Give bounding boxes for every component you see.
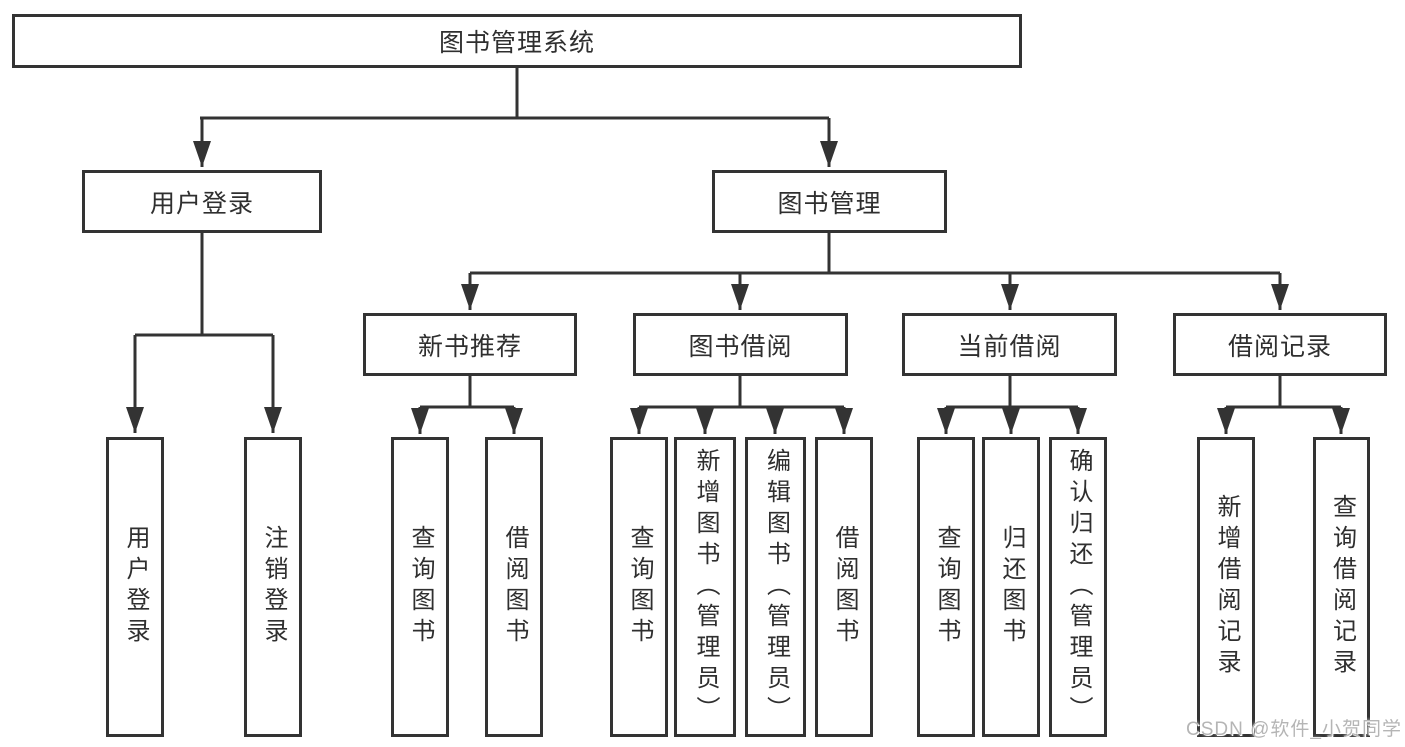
node-label: 编辑图书（管理员） xyxy=(762,447,790,727)
node-label: 图书借阅 xyxy=(688,332,793,361)
csdn-watermark: CSDN @软件_小贺同学 xyxy=(1186,719,1402,740)
node-label: 用户登录 xyxy=(122,525,149,649)
node-new-book-recommend: 新书推荐 xyxy=(363,313,577,376)
node-leaf-return-books: 归还图书 xyxy=(982,437,1040,737)
node-leaf-query-books-3: 查询图书 xyxy=(917,437,975,737)
node-leaf-query-borrow-record: 查询借阅记录 xyxy=(1313,437,1370,737)
node-label: 图书管理系统 xyxy=(438,29,595,57)
node-leaf-borrow-books-2: 借阅图书 xyxy=(815,437,873,737)
node-leaf-logout: 注销登录 xyxy=(244,437,302,737)
node-book-management: 图书管理 xyxy=(712,170,947,233)
node-book-borrowing: 图书借阅 xyxy=(633,313,848,376)
node-leaf-confirm-return-admin: 确认归还（管理员） xyxy=(1049,437,1107,737)
node-leaf-query-books-2: 查询图书 xyxy=(610,437,668,737)
node-label: 查询借阅记录 xyxy=(1328,494,1356,680)
node-label: 新书推荐 xyxy=(417,332,522,361)
node-label: 查询图书 xyxy=(933,525,960,649)
node-leaf-borrow-books-1: 借阅图书 xyxy=(485,437,543,737)
node-user-login: 用户登录 xyxy=(82,170,322,233)
node-label: 查询图书 xyxy=(407,525,434,649)
node-leaf-query-books-1: 查询图书 xyxy=(391,437,449,737)
node-borrowing-records: 借阅记录 xyxy=(1173,313,1387,376)
node-label: 图书管理 xyxy=(777,189,882,218)
node-label: 确认归还（管理员） xyxy=(1065,447,1092,727)
node-label: 借阅记录 xyxy=(1227,332,1332,361)
node-label: 新增图书（管理员） xyxy=(692,447,719,727)
node-label: 借阅图书 xyxy=(831,525,858,649)
node-root: 图书管理系统 xyxy=(12,14,1022,68)
node-leaf-add-borrow-record: 新增借阅记录 xyxy=(1197,437,1255,737)
node-leaf-edit-books-admin: 编辑图书（管理员） xyxy=(745,437,806,737)
node-leaf-add-books-admin: 新增图书（管理员） xyxy=(674,437,736,737)
node-label: 注销登录 xyxy=(260,525,287,649)
node-label: 当前借阅 xyxy=(957,332,1062,361)
node-label: 新增借阅记录 xyxy=(1213,494,1240,680)
node-label: 归还图书 xyxy=(998,525,1025,649)
node-current-borrowing: 当前借阅 xyxy=(902,313,1117,376)
node-label: 查询图书 xyxy=(626,525,653,649)
node-label: 用户登录 xyxy=(149,189,254,218)
node-leaf-user-login: 用户登录 xyxy=(106,437,164,737)
node-label: 借阅图书 xyxy=(501,525,528,649)
